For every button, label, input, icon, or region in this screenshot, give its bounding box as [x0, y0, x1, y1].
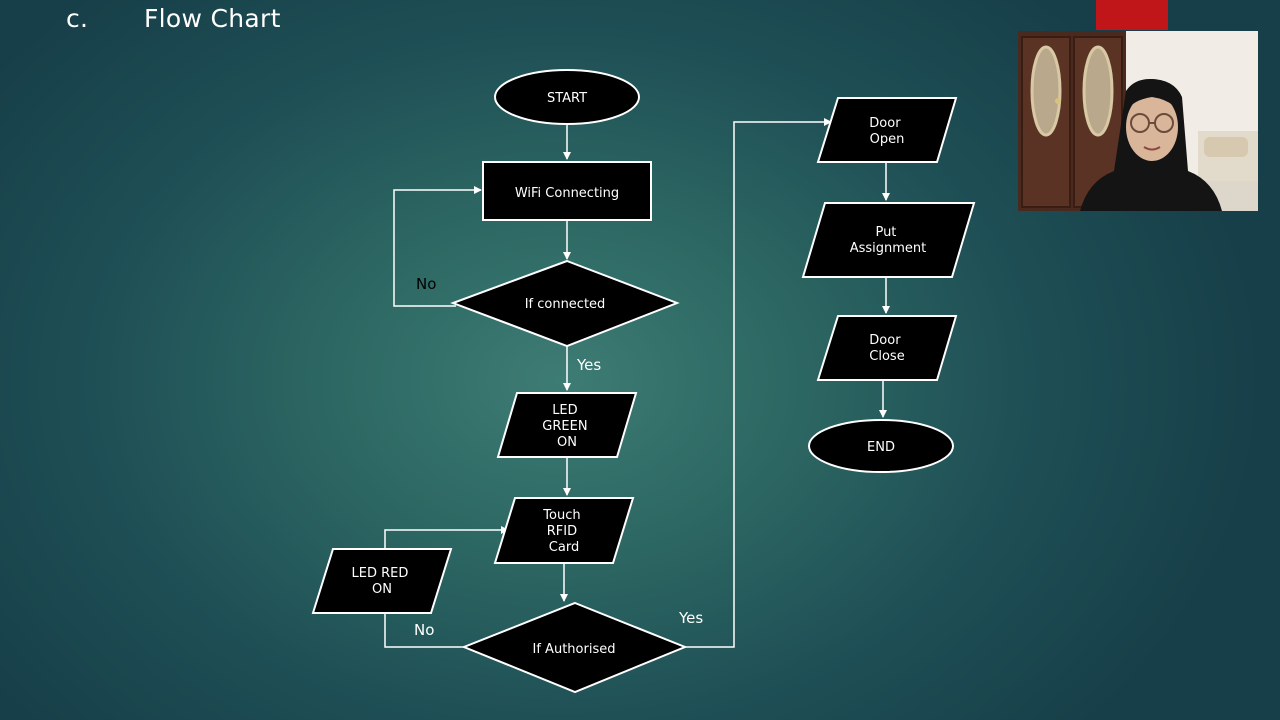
node-label-line: START [547, 91, 587, 106]
node-label-line: LED RED [352, 566, 409, 581]
edge-label-authorised-yes: Yes [678, 609, 703, 627]
node-label-line: END [867, 440, 895, 455]
node-label-line: If Authorised [533, 642, 616, 657]
node-label-line: Assignment [850, 241, 927, 256]
terminator-shape [494, 69, 640, 125]
process-shape [482, 161, 652, 221]
node-put-assignment-label: Put Assignment [850, 225, 927, 256]
input-output-shape [311, 548, 453, 614]
node-if-connected: If connected [450, 259, 680, 348]
node-label-line: Card [549, 540, 579, 555]
connector-if-authorised-yes [685, 118, 832, 648]
connector-led-red-to-touch [384, 526, 509, 549]
terminator-shape [808, 419, 954, 473]
node-label-line: Put [875, 225, 896, 240]
node-touch-rfid-card: Touch RFID Card [493, 497, 635, 564]
decision-shape [450, 259, 680, 348]
input-output-shape [816, 97, 958, 163]
connector-if-connected-no-loop [393, 186, 482, 307]
input-output-shape [816, 315, 958, 381]
slide-title: Flow Chart [144, 4, 281, 33]
input-output-shape [496, 392, 638, 458]
connector-if-authorised-no [384, 613, 466, 648]
connectors [384, 118, 890, 648]
node-end-label: END [867, 440, 895, 455]
node-wifi-connecting: WiFi Connecting [482, 161, 652, 221]
node-label-line: GREEN [542, 419, 587, 434]
node-start: START [494, 69, 640, 125]
edge-label-authorised-no: No [414, 621, 434, 639]
node-touch-rfid-card-label: Touch RFID Card [542, 508, 584, 555]
node-if-authorised: If Authorised [461, 601, 688, 694]
node-led-red-on-label: LED RED ON [352, 566, 413, 597]
node-label-line: Door [869, 333, 901, 348]
node-put-assignment: Put Assignment [801, 202, 976, 278]
node-door-open: Door Open [816, 97, 958, 163]
webcam-video-overlay [1018, 31, 1258, 211]
node-door-close-label: Door Close [869, 333, 904, 364]
edge-label-connected-yes: Yes [576, 356, 601, 374]
node-label-line: Touch [542, 508, 580, 523]
node-label-line: Close [869, 349, 904, 364]
input-output-shape [801, 202, 976, 278]
node-label-line: ON [372, 582, 392, 597]
node-label-line: Door [869, 116, 901, 131]
node-label-line: ON [557, 435, 577, 450]
node-door-open-label: Door Open [869, 116, 904, 147]
decision-shape [461, 601, 688, 694]
node-label-line: Open [870, 132, 905, 147]
node-door-close: Door Close [816, 315, 958, 381]
node-if-connected-label: If connected [525, 297, 606, 312]
node-led-green-on-label: LED GREEN ON [542, 403, 591, 450]
node-label-line: If connected [525, 297, 606, 312]
node-start-label: START [547, 91, 587, 106]
edge-label-connected-no: No [416, 275, 436, 293]
section-number: c. [66, 4, 89, 33]
red-tab-marker [1096, 0, 1168, 30]
node-if-authorised-label: If Authorised [533, 642, 616, 657]
slide-heading: c. Flow Chart [66, 4, 281, 33]
node-label-line: RFID [547, 524, 577, 539]
node-label-line: LED [552, 403, 577, 418]
webcam-person-image [1018, 31, 1258, 211]
input-output-shape [493, 497, 635, 564]
node-wifi-connecting-label: WiFi Connecting [515, 186, 619, 201]
node-end: END [808, 419, 954, 473]
node-led-red-on: LED RED ON [311, 548, 453, 614]
node-led-green-on: LED GREEN ON [496, 392, 638, 458]
node-label-line: WiFi Connecting [515, 186, 619, 201]
